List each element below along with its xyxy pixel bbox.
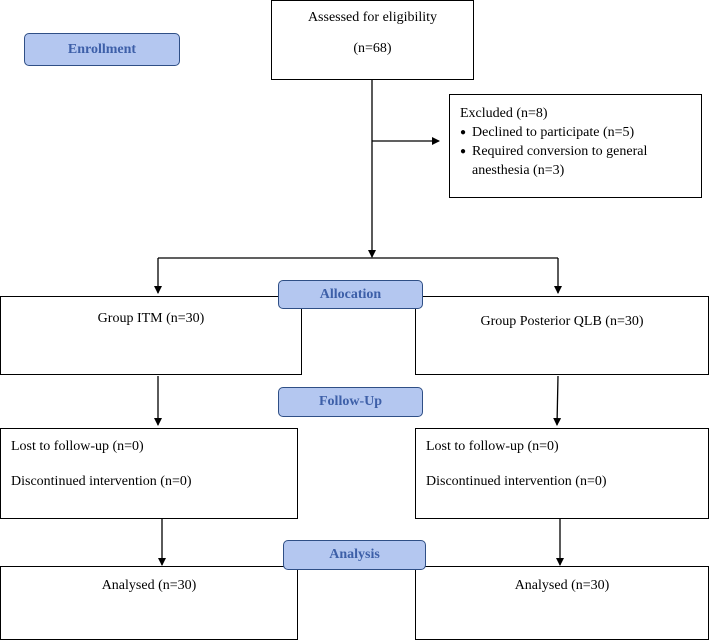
stage-enrollment: Enrollment <box>24 33 180 66</box>
group-itm-box: Group ITM (n=30) <box>0 296 302 375</box>
excluded-item-conversion: Required conversion to general <box>472 144 648 159</box>
stage-follow-up-label: Follow-Up <box>319 394 382 409</box>
followup-left-box: Lost to follow-up (n=0) Discontinued int… <box>0 428 298 519</box>
group-itm-label: Group ITM (n=30) <box>97 311 205 326</box>
followup-right-discontinued: Discontinued intervention (n=0) <box>426 474 607 489</box>
stage-allocation-label: Allocation <box>319 286 382 302</box>
stage-analysis-label: Analysis <box>329 547 380 562</box>
stage-allocation: Allocation <box>278 280 423 309</box>
analysis-left-box: Analysed (n=30) <box>0 566 298 640</box>
followup-left-lost: Lost to follow-up (n=0) <box>11 439 144 454</box>
excluded-item-conversion-cont: anesthesia (n=3) <box>472 163 565 178</box>
excluded-title: Excluded (n=8) <box>460 106 548 121</box>
stage-analysis: Analysis <box>283 540 426 570</box>
group-qlb-label: Group Posterior QLB (n=30) <box>480 314 644 329</box>
analysis-right-box: Analysed (n=30) <box>415 566 709 640</box>
excluded-box: Excluded (n=8) ● Declined to participate… <box>449 94 702 198</box>
followup-right-lost: Lost to follow-up (n=0) <box>426 439 559 454</box>
assessed-line1: Assessed for eligibility <box>307 10 438 25</box>
bullet-icon: ● <box>460 146 467 157</box>
stage-enrollment-label: Enrollment <box>67 41 137 57</box>
analysis-left-label: Analysed (n=30) <box>101 578 197 593</box>
group-qlb-box: Group Posterior QLB (n=30) <box>415 296 709 375</box>
assessed-box: Assessed for eligibility (n=68) <box>271 0 474 80</box>
excluded-item-declined: Declined to participate (n=5) <box>472 125 635 140</box>
analysis-right-label: Analysed (n=30) <box>514 578 610 593</box>
connector-right-to-followup <box>553 375 562 426</box>
followup-right-box: Lost to follow-up (n=0) Discontinued int… <box>415 428 709 519</box>
assessed-line2: (n=68) <box>353 41 392 56</box>
bullet-icon: ● <box>460 127 467 138</box>
stage-follow-up: Follow-Up <box>278 387 423 417</box>
followup-left-discontinued: Discontinued intervention (n=0) <box>11 474 192 489</box>
